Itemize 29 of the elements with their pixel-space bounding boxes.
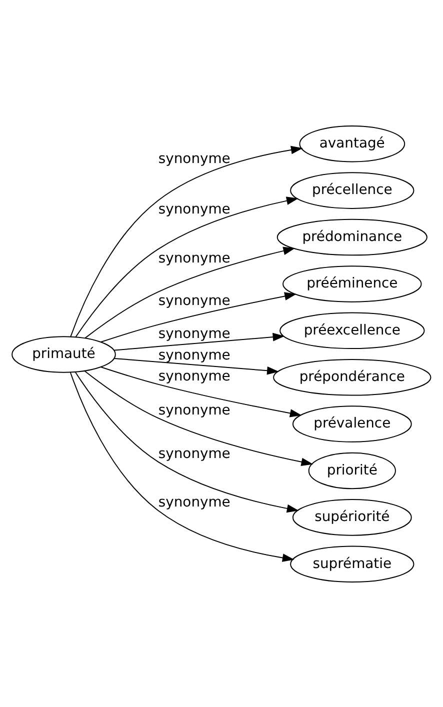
node-ellipse: priorité: [308, 452, 396, 489]
edge-label: synonyme: [158, 446, 230, 462]
arrow: [114, 357, 279, 374]
edge-label: synonyme: [158, 494, 230, 510]
node-ellipse: supériorité: [292, 498, 412, 536]
node-ellipse: prépondérance: [273, 358, 432, 396]
edge-label: synonyme: [158, 150, 230, 166]
node-ellipse: suprématie: [290, 545, 414, 582]
node-ellipse: préexcellence: [280, 312, 425, 349]
arrow: [75, 196, 298, 337]
edge-label: synonyme: [158, 402, 230, 418]
edge-label: synonyme: [158, 325, 230, 342]
node-ellipse: prévalence: [292, 405, 412, 442]
node-ellipse: précellence: [290, 172, 414, 208]
edge-label: synonyme: [158, 368, 230, 384]
edge-label: synonyme: [158, 250, 230, 266]
node-ellipse: avantagé: [299, 124, 406, 162]
edge-label: synonyme: [158, 347, 230, 364]
edge-label: synonyme: [158, 292, 230, 309]
arrow: [114, 332, 285, 350]
arrow: [70, 371, 294, 562]
arrow: [70, 145, 303, 337]
arrow: [84, 370, 314, 466]
edge-label: synonyme: [158, 201, 230, 218]
arrow: [74, 371, 299, 512]
arrow: [100, 292, 297, 342]
arrow: [100, 366, 302, 417]
arrow: [84, 246, 296, 338]
node-ellipse: primauté: [12, 336, 116, 372]
